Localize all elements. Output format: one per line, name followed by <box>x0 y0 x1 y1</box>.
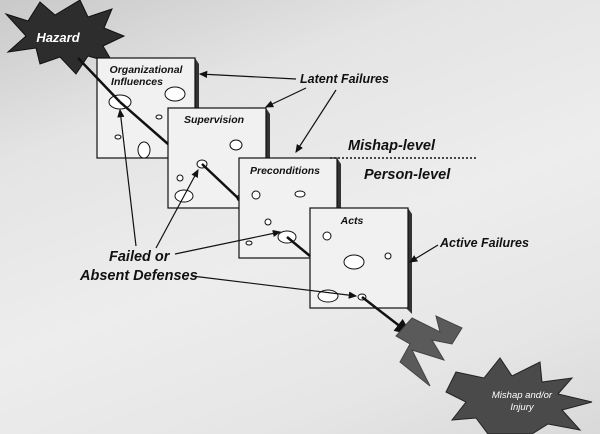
defenses-label-line2: Absent Defenses <box>79 268 198 284</box>
mishap-level-label: Mishap-level <box>348 138 436 154</box>
latent-failures-label: Latent Failures <box>300 72 389 86</box>
hazard-trajectory <box>77 57 412 336</box>
layer-title-organizational-line2: Influences <box>111 76 163 88</box>
layer-title-acts: Acts <box>340 215 364 227</box>
active-failures-label: Active Failures <box>439 236 529 250</box>
defenses-label-line1: Failed or <box>109 249 171 265</box>
hazard-label: Hazard <box>36 30 80 45</box>
outcome-label-line1: Mishap and/or <box>492 390 553 401</box>
person-level-label: Person-level <box>364 167 451 183</box>
layer-title-supervision: Supervision <box>184 114 244 126</box>
mishap-burst: Mishap and/or Injury <box>445 357 593 434</box>
hazard-burst: Hazard <box>4 0 126 75</box>
outcome-label-line2: Injury <box>510 402 534 413</box>
lightning-bolt-icon <box>395 315 463 387</box>
layer-title-organizational-line1: Organizational <box>110 64 184 76</box>
layer-acts: Acts <box>309 207 412 314</box>
layer-title-preconditions: Preconditions <box>250 165 320 177</box>
